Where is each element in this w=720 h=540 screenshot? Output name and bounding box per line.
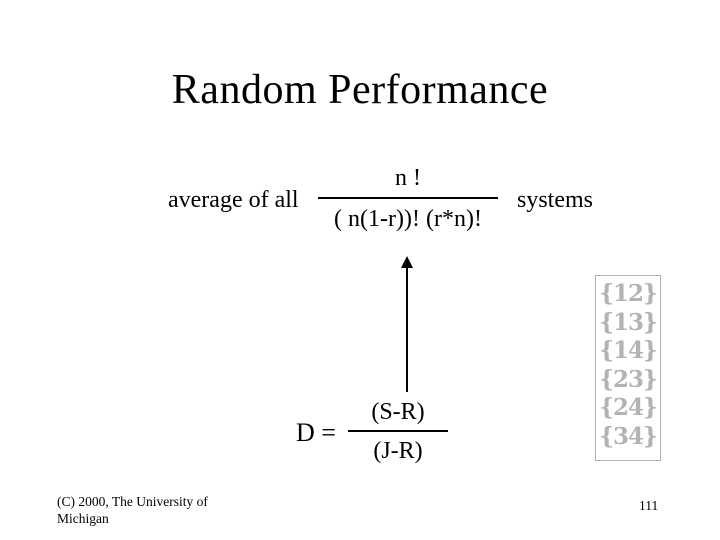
set-item-13: {13} [599,308,658,336]
set-item-34: {34} [599,422,658,450]
up-arrow-shaft [406,266,408,392]
equation2-denominator: (J-R) [373,438,423,464]
up-arrow-head [401,256,413,268]
set-item-12: {12} [599,280,658,307]
equation2-fraction: (S-R) (J-R) [348,396,448,467]
footer-copyright: (C) 2000, The University of Michigan [57,494,208,526]
equation1-fraction-bar [318,197,498,199]
set-item-14: {14} [599,337,658,364]
equation1-denominator: ( n(1-r))! (r*n)! [334,206,482,232]
systems-box: {12} {13} {14} {23} {24} {34} [595,275,661,461]
page-number: 111 [639,498,659,513]
up-arrow-icon [399,256,415,392]
slide-title: Random Performance [171,67,549,113]
equation1-right-label: systems [517,187,594,213]
equation1-left-label: average of all [168,187,299,213]
equation1-fraction: n ! ( n(1-r))! (r*n)! [318,162,498,235]
equation1-numerator: n ! [395,165,421,191]
equation2-numerator: (S-R) [371,399,425,425]
set-item-23: {23} [599,365,658,393]
set-item-24: {24} [599,394,658,421]
equation2-fraction-bar [348,430,448,432]
equation2-lhs: D = [296,418,336,447]
